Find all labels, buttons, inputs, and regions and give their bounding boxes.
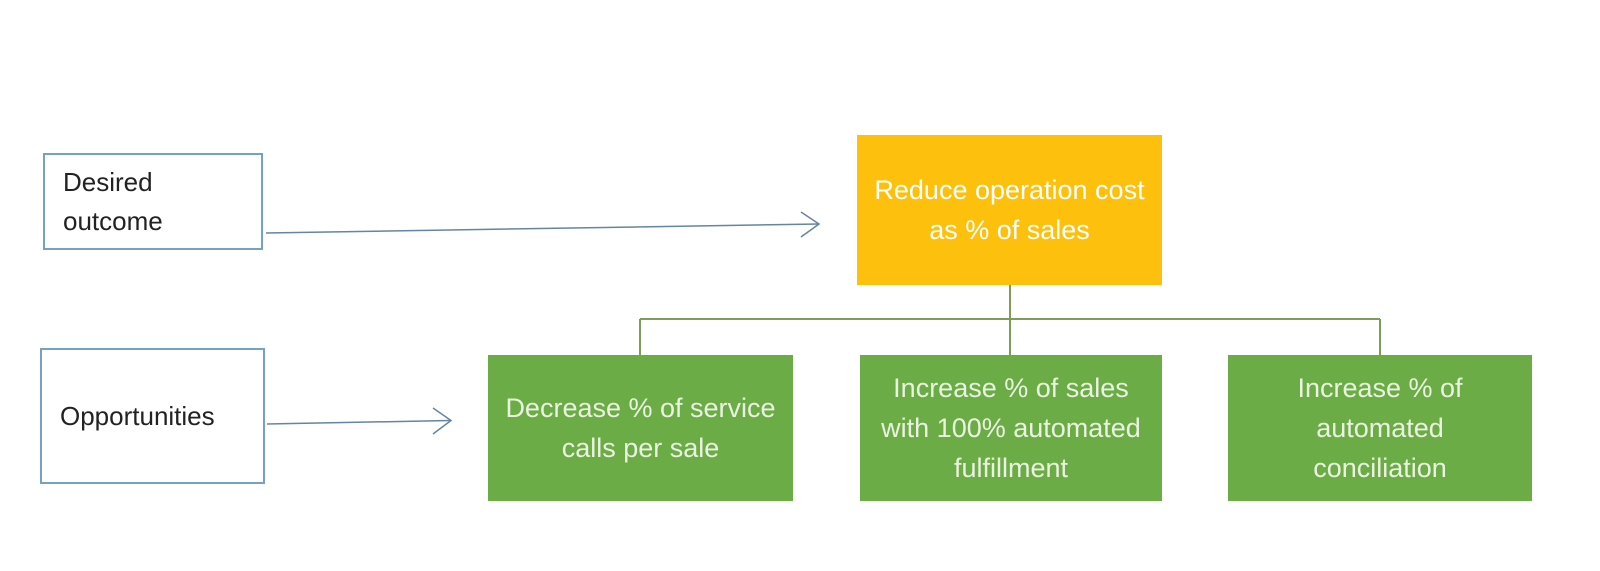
- opportunities-arrow-head-icon: [432, 407, 453, 435]
- label-arrow-group: [265, 211, 821, 435]
- desired-outcome-label: Desired outcome: [63, 166, 163, 236]
- desired-outcome-label-box: Desired outcome: [43, 153, 263, 250]
- desired-outcome-arrow-head-icon: [800, 211, 821, 238]
- tree-connector-group: [639, 285, 1381, 355]
- opportunity-node-automated-fulfillment: Increase % of sales with 100% automated …: [860, 355, 1162, 501]
- outcome-node-reduce-operation-cost: Reduce operation cost as % of sales: [857, 135, 1162, 285]
- desired-outcome-arrow-line: [265, 223, 820, 234]
- opportunity-node-automated-conciliation: Increase % of automated conciliation: [1228, 355, 1532, 501]
- opportunities-label: Opportunities: [60, 400, 215, 431]
- opportunity-node-text: Decrease % of service calls per sale: [505, 393, 776, 463]
- opportunity-node-text: Increase % of sales with 100% automated …: [881, 373, 1141, 483]
- opportunities-arrow-line: [266, 419, 451, 425]
- outcome-node-text: Reduce operation cost as % of sales: [874, 175, 1145, 245]
- opportunity-node-text: Increase % of automated conciliation: [1297, 373, 1463, 483]
- opportunity-node-service-calls: Decrease % of service calls per sale: [488, 355, 793, 501]
- opportunities-label-box: Opportunities: [40, 348, 265, 484]
